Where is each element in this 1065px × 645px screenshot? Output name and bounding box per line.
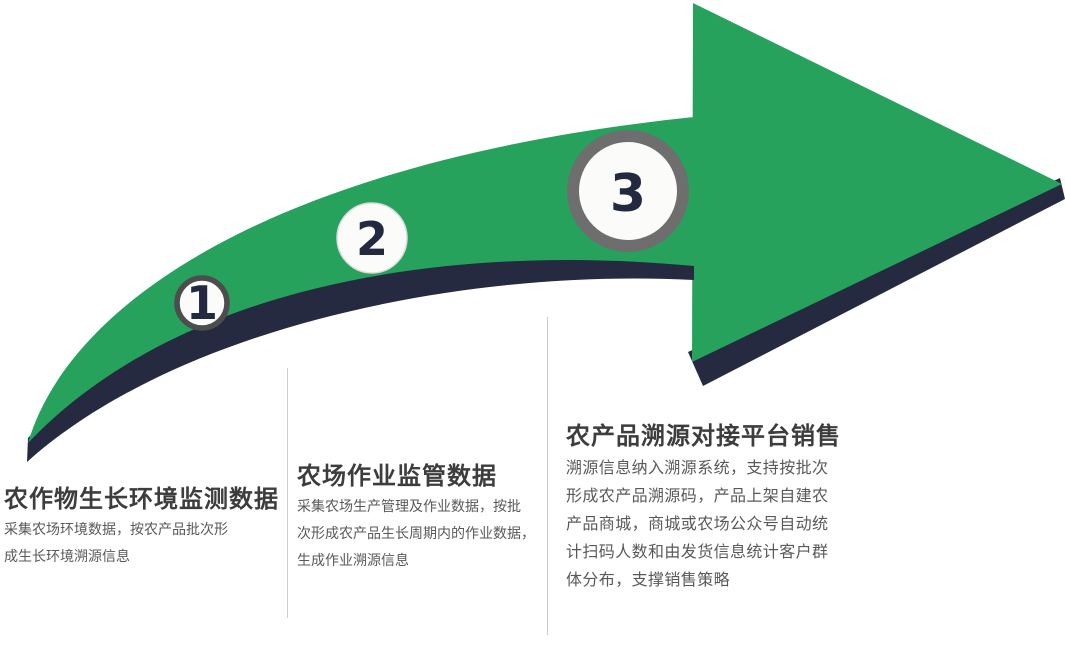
section-1-body-line-1: 采集农场环境数据，按农产品批次形 bbox=[4, 522, 228, 538]
step-circle-2 bbox=[336, 202, 408, 274]
section-2-body-line-2: 次形成农产品生长周期内的作业数据， bbox=[297, 526, 535, 542]
section-1-title: 农作物生长环境监测数据 bbox=[4, 485, 279, 513]
step-marker-3: 3 bbox=[567, 130, 689, 252]
column-divider-2 bbox=[547, 317, 548, 635]
section-3-body-line-2: 形成农产品溯源码，产品上架自建农 bbox=[566, 486, 829, 505]
section-3-body-line-1: 溯源信息纳入溯源系统，支持按批次 bbox=[566, 458, 829, 477]
section-2-body: 采集农场生产管理及作业数据，按批 次形成农产品生长周期内的作业数据， 生成作业溯… bbox=[297, 494, 535, 575]
step-number-3: 3 bbox=[610, 164, 646, 224]
step-circle-1 bbox=[174, 275, 230, 331]
step-number-2: 2 bbox=[356, 212, 388, 266]
step-section-2: 农场作业监管数据 采集农场生产管理及作业数据，按批 次形成农产品生长周期内的作业… bbox=[297, 462, 535, 569]
arrow-head-shadow-shape bbox=[688, 178, 1065, 386]
step-marker-1: 1 bbox=[174, 275, 230, 331]
section-3-body-line-5: 体分布，支撑销售策略 bbox=[566, 570, 731, 589]
section-2-body-line-1: 采集农场生产管理及作业数据，按批 bbox=[297, 499, 521, 515]
arrow-tail-shadow-shape bbox=[27, 252, 694, 462]
step-marker-2: 2 bbox=[336, 202, 408, 274]
step-section-1: 农作物生长环境监测数据 采集农场环境数据，按农产品批次形 成生长环境溯源信息 bbox=[4, 485, 279, 565]
section-3-title: 农产品溯源对接平台销售 bbox=[566, 422, 841, 450]
section-3-body: 溯源信息纳入溯源系统，支持按批次 形成农产品溯源码，产品上架自建农 产品商城，商… bbox=[566, 454, 828, 594]
step-circle-3 bbox=[567, 130, 689, 252]
section-2-title: 农场作业监管数据 bbox=[297, 462, 497, 490]
section-1-body-line-2: 成生长环境溯源信息 bbox=[4, 549, 130, 565]
section-3-body-line-4: 计扫码人数和由发货信息统计客户群 bbox=[566, 542, 829, 561]
column-divider-1 bbox=[287, 368, 288, 618]
section-2-body-line-3: 生成作业溯源信息 bbox=[297, 553, 409, 569]
step-number-1: 1 bbox=[186, 276, 218, 330]
arrow-tail-shape bbox=[28, 117, 694, 443]
step-section-3: 农产品溯源对接平台销售 溯源信息纳入溯源系统，支持按批次 形成农产品溯源码，产品… bbox=[566, 422, 841, 589]
arrow-head-shape bbox=[692, 3, 1062, 362]
section-1-body: 采集农场环境数据，按农产品批次形 成生长环境溯源信息 bbox=[4, 517, 228, 571]
section-3-body-line-3: 产品商城，商城或农场公众号自动统 bbox=[566, 514, 829, 533]
